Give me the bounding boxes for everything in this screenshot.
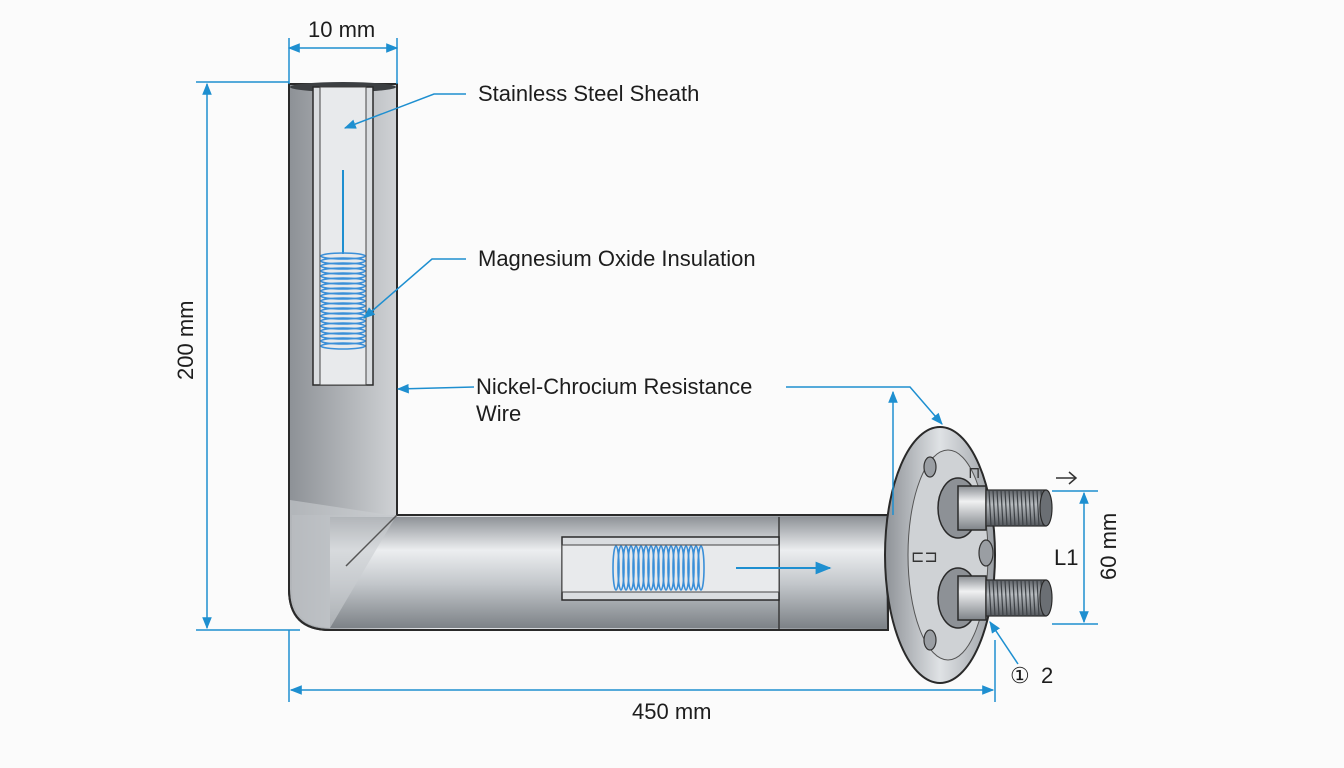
dimension-vertical — [196, 81, 300, 631]
thread-ridge — [1032, 489, 1036, 527]
coil-turn — [642, 545, 650, 591]
coil-turn — [632, 545, 640, 591]
coil-turn — [647, 545, 655, 591]
dimension-terminal-spacing — [1052, 490, 1098, 625]
coil-turn — [320, 262, 366, 270]
leader-terminal — [989, 621, 1019, 665]
coil-turn — [320, 272, 366, 280]
coil-turn — [320, 252, 366, 260]
thread-ridge — [1024, 489, 1028, 527]
thread-ridge — [1008, 579, 1012, 617]
thread-ridge — [1000, 489, 1004, 527]
coil-turn — [682, 545, 690, 591]
thread-ridge — [1036, 579, 1040, 617]
mounting-flange: ⊏⊐ ⊓ — [884, 426, 996, 684]
leader-flange — [786, 386, 943, 425]
terminal-spacing-label: 60 mm — [1096, 512, 1121, 580]
flange-marking: ⊓ — [968, 465, 980, 482]
horizontal-cutaway — [561, 536, 832, 601]
coil-turn — [692, 545, 700, 591]
bolt-hole — [923, 456, 937, 478]
bolt-hole — [923, 629, 937, 651]
insulation-callout: Magnesium Oxide Insulation — [478, 246, 756, 271]
thread-ridge — [1008, 489, 1012, 527]
diameter-dimension-label: 10 mm — [308, 17, 376, 42]
wire-callout-line1: Nickel-Chrocium Resistance — [476, 374, 753, 399]
vertical-dimension-label: 200 mm — [173, 300, 198, 380]
coil-turn — [320, 287, 366, 295]
coil-turn — [320, 267, 366, 275]
coil-turn — [627, 545, 635, 591]
terminal-l1-label: L1 — [1054, 545, 1079, 570]
thread-ridge — [1020, 489, 1024, 527]
horizontal-dimension-label: 450 mm — [632, 699, 712, 724]
wire-callout-line2: Wire — [476, 401, 522, 426]
coil-turn — [320, 302, 366, 310]
thread-ridge — [1020, 579, 1024, 617]
thread-ridge — [996, 489, 1000, 527]
coil-turn — [622, 545, 630, 591]
coil-turn — [652, 545, 660, 591]
thread-ridge — [988, 489, 992, 527]
dimension-horizontal — [288, 630, 996, 702]
coil-turn — [672, 545, 680, 591]
thread-ridge — [1016, 579, 1020, 617]
terminal-thread — [988, 579, 1044, 617]
direction-arrow — [1056, 471, 1078, 485]
coil-turn — [637, 545, 645, 591]
bolt-hole — [978, 539, 994, 567]
thread-ridge — [1016, 489, 1020, 527]
thread-ridge — [1024, 579, 1028, 617]
coil-turn — [320, 282, 366, 290]
coil-turn — [320, 317, 366, 325]
coil-turn — [320, 332, 366, 340]
thread-ridge — [992, 579, 996, 617]
leader-wire — [396, 383, 475, 394]
thread-ridge — [996, 579, 1000, 617]
thread-ridge — [1000, 579, 1004, 617]
coil-turn — [320, 337, 366, 345]
coil-turn — [320, 257, 366, 265]
coil-turn — [687, 545, 695, 591]
horizontal-heating-coil — [612, 545, 705, 591]
thread-ridge — [1028, 579, 1032, 617]
terminal-bottom — [937, 567, 1053, 629]
thread-ridge — [1028, 489, 1032, 527]
thread-ridge — [1036, 489, 1040, 527]
terminal-index-symbol: ① — [1010, 663, 1030, 688]
thread-ridge — [1012, 489, 1016, 527]
thread-ridge — [988, 579, 992, 617]
leader-sheath — [343, 93, 466, 129]
thread-ridge — [1032, 579, 1036, 617]
coil-turn — [677, 545, 685, 591]
thread-ridge — [1004, 489, 1008, 527]
coil-turn — [667, 545, 675, 591]
coil-turn — [320, 342, 366, 350]
coil-turn — [662, 545, 670, 591]
coil-turn — [320, 297, 366, 305]
sheath-callout: Stainless Steel Sheath — [478, 81, 700, 106]
coil-turn — [320, 327, 366, 335]
coil-turn — [612, 545, 620, 591]
terminal-top — [937, 477, 1053, 539]
coil-turn — [320, 292, 366, 300]
coil-turn — [320, 277, 366, 285]
dimension-diameter — [287, 38, 399, 84]
coil-turn — [697, 545, 705, 591]
thread-ridge — [1012, 579, 1016, 617]
flange-marking: ⊏⊐ — [911, 549, 938, 566]
thread-ridge — [1004, 579, 1008, 617]
coil-turn — [617, 545, 625, 591]
coil-turn — [320, 322, 366, 330]
leader-insulation — [363, 258, 466, 319]
terminal-index-number: 2 — [1041, 663, 1054, 688]
coil-turn — [657, 545, 665, 591]
thread-ridge — [992, 489, 996, 527]
